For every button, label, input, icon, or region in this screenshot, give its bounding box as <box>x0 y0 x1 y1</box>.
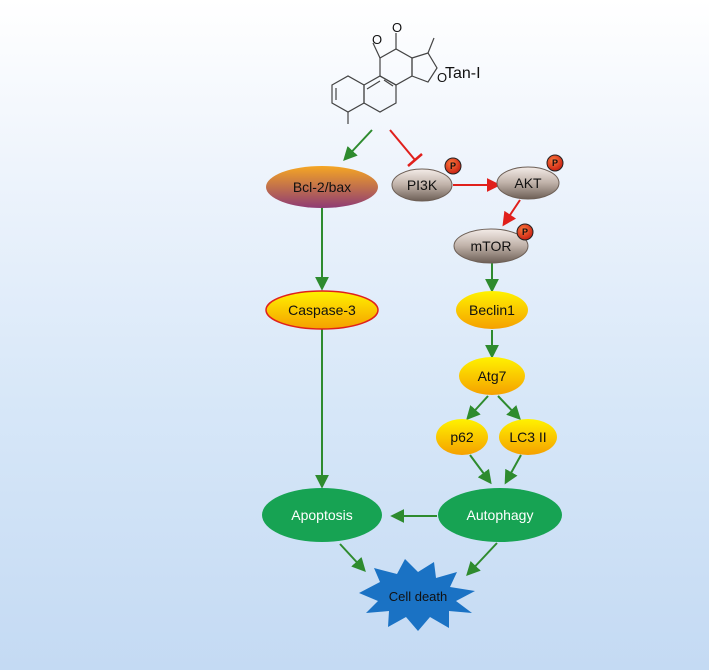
phospho-p-mtor: P <box>522 227 528 237</box>
caspase3-label: Caspase-3 <box>288 302 356 318</box>
edge-lc3-to-autophagy <box>504 454 522 485</box>
node-cell-death: Cell death <box>359 559 475 631</box>
phospho-p-pi3k: P <box>450 161 456 171</box>
autophagy-label: Autophagy <box>467 507 534 523</box>
edge-tan-inhibits-pi3k-bar <box>407 153 423 167</box>
mtor-label: mTOR <box>471 238 512 254</box>
phospho-badge-pi3k <box>444 157 462 175</box>
carbonyl-o-1: O <box>372 32 382 47</box>
phospho-p-akt: P <box>552 158 558 168</box>
edge-atg7-to-p62 <box>466 395 489 421</box>
phospho-badge-akt <box>546 154 564 172</box>
akt-label: AKT <box>514 175 542 191</box>
edge-autophagy-to-death <box>466 542 498 577</box>
node-apoptosis: Apoptosis <box>262 488 382 542</box>
lc3-label: LC3 II <box>509 429 546 445</box>
edge-tan-inhibits-pi3k <box>389 129 416 161</box>
bcl2-label: Bcl-2/bax <box>293 179 351 195</box>
compound-name: Tan-I <box>445 65 481 82</box>
node-lc3-ii: LC3 II <box>499 419 557 455</box>
node-atg7: Atg7 <box>459 357 525 395</box>
node-autophagy: Autophagy <box>438 488 562 542</box>
edge-tan-to-bcl2 <box>343 129 373 162</box>
edge-apoptosis-to-death <box>339 543 366 573</box>
atg7-label: Atg7 <box>478 368 507 384</box>
phospho-badge-mtor <box>516 223 534 241</box>
cell-death-burst-shape <box>359 559 475 631</box>
edge-akt-to-mtor <box>502 199 521 227</box>
apoptosis-label: Apoptosis <box>291 507 352 523</box>
node-bcl2-bax: Bcl-2/bax <box>266 166 378 208</box>
pi3k-label: PI3K <box>407 177 438 193</box>
edges <box>315 129 522 577</box>
node-beclin1: Beclin1 <box>456 291 528 329</box>
node-mtor: mTOR P <box>453 223 534 264</box>
edge-p62-to-autophagy <box>469 454 492 485</box>
node-caspase-3: Caspase-3 <box>265 290 379 330</box>
furan-o: O <box>437 70 447 85</box>
node-p62: p62 <box>436 419 488 455</box>
edge-atg7-to-lc3 <box>497 395 521 421</box>
tan-i-structure <box>331 33 438 124</box>
p62-label: p62 <box>450 429 474 445</box>
carbonyl-o-2: O <box>392 20 402 35</box>
beclin1-label: Beclin1 <box>469 302 515 318</box>
cell-death-label: Cell death <box>389 589 448 604</box>
node-pi3k: PI3K P <box>391 157 462 202</box>
node-akt: AKT P <box>496 154 564 200</box>
